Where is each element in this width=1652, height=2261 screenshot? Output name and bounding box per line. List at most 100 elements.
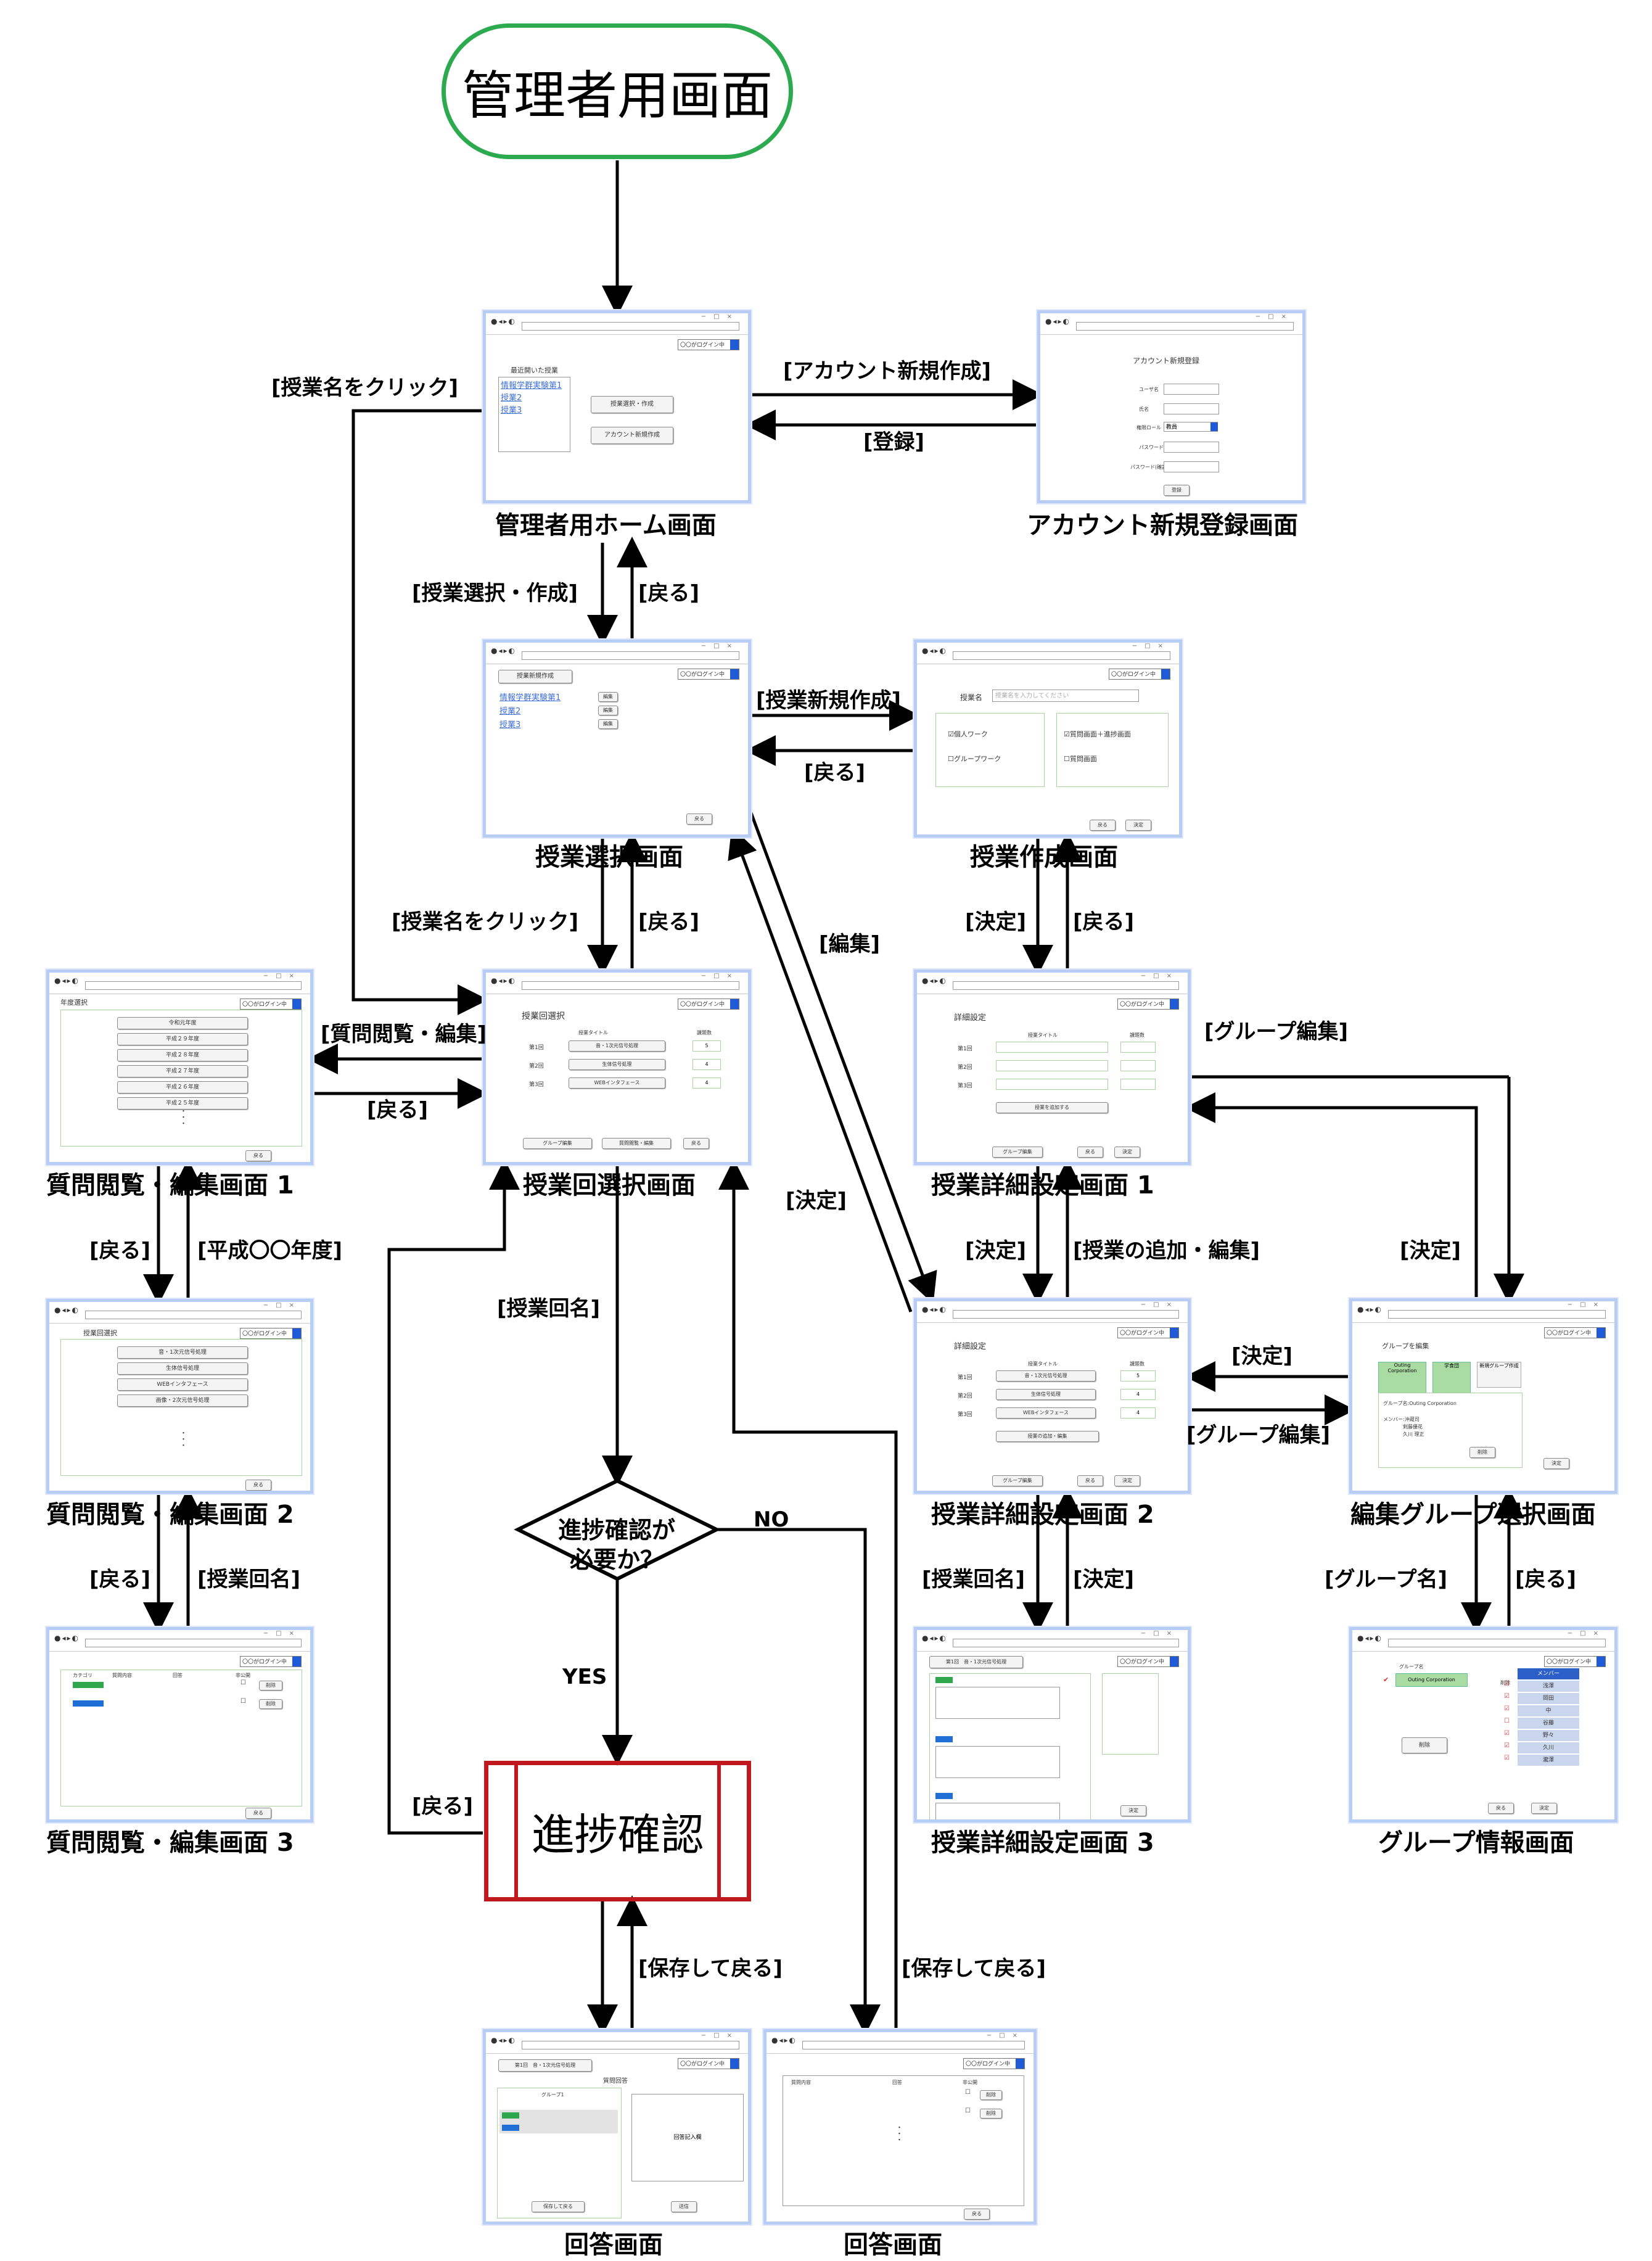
back-button[interactable]: 戻る: [245, 1480, 271, 1491]
send-button[interactable]: 送信: [671, 2201, 697, 2212]
checkbox-group[interactable]: ☐グループワーク: [948, 755, 1001, 763]
name-input[interactable]: [1164, 403, 1219, 414]
screen-detail-3[interactable]: ●◂▸◐−□× 〇〇がログイン中 第1回 音・1次元信号処理 決定: [914, 1627, 1191, 1822]
member-checkbox[interactable]: ☑: [1504, 1742, 1510, 1749]
role-select[interactable]: 教員: [1164, 422, 1218, 432]
group-edit-button[interactable]: グループ編集: [523, 1138, 592, 1149]
delete-button-1[interactable]: 削除: [259, 1681, 282, 1691]
session-item[interactable]: 音・1次元信号処理: [117, 1346, 248, 1359]
delete-button-2[interactable]: 削除: [980, 2109, 1002, 2119]
screen-qa-3[interactable]: ●◂▸◐−□× 〇〇がログイン中 カテゴリ 質問内容 回答 非公開 ☐ ☐ 削除…: [46, 1627, 313, 1822]
ok-button[interactable]: 決定: [1114, 1147, 1140, 1158]
member-item[interactable]: 浅澤: [1518, 1681, 1579, 1692]
add-edit-button[interactable]: 授業の追加・編集: [996, 1431, 1099, 1442]
member-item[interactable]: 谷藤: [1518, 1718, 1579, 1729]
login-select[interactable]: 〇〇がログイン中: [678, 339, 739, 350]
login-select[interactable]: 〇〇がログイン中: [1109, 669, 1170, 680]
member-checkbox[interactable]: ☑: [1504, 1705, 1510, 1712]
row-2-title[interactable]: 生体信号処理: [569, 1059, 665, 1070]
delete-button-2[interactable]: 削除: [259, 1699, 282, 1709]
session-item[interactable]: WEBインタフェース: [117, 1378, 248, 1391]
year-item[interactable]: 平成２５年度: [117, 1097, 248, 1110]
member-item[interactable]: 久川: [1518, 1742, 1579, 1753]
register-button[interactable]: 登録: [1164, 485, 1190, 496]
edit-button-2[interactable]: 編集: [598, 706, 618, 715]
screen-account[interactable]: ●◂▸◐−□× アカウント新規登録 ユーザ名 氏名 権限ロール 教員 パスワード…: [1037, 310, 1305, 503]
ok-button[interactable]: 決定: [1114, 1475, 1140, 1486]
back-button[interactable]: 戻る: [1090, 820, 1116, 831]
add-lesson-button[interactable]: 授業を追加する: [996, 1102, 1108, 1113]
private-checkbox-2[interactable]: ☐: [240, 1698, 246, 1705]
session-item[interactable]: 生体信号処理: [117, 1362, 248, 1375]
private-checkbox-1[interactable]: ☐: [240, 1679, 246, 1686]
process-node-progress[interactable]: 進捗確認: [484, 1761, 751, 1901]
user-input[interactable]: [1164, 384, 1219, 395]
login-select[interactable]: 〇〇がログイン中: [678, 999, 739, 1010]
login-select[interactable]: 〇〇がログイン中: [240, 1656, 302, 1667]
edit-button-3[interactable]: 編集: [598, 719, 618, 729]
member-item[interactable]: 瀧澤: [1518, 1755, 1579, 1766]
back-button[interactable]: 戻る: [245, 1808, 271, 1819]
group-edit-button[interactable]: グループ編集: [992, 1475, 1043, 1486]
year-item[interactable]: 平成２７年度: [117, 1065, 248, 1077]
back-button[interactable]: 戻る: [686, 813, 712, 825]
screen-qa-1[interactable]: ●◂▸◐−□× 〇〇がログイン中 年度選択 ・・・ 戻る 令和元年度平成２９年度…: [46, 970, 313, 1165]
checkbox-qa[interactable]: ☐質問画面: [1064, 755, 1097, 763]
password-confirm-input[interactable]: [1164, 461, 1219, 472]
screen-answer-1[interactable]: ●◂▸◐−□× 〇〇がログイン中 第1回 音・1次元信号処理 質問回答 グループ…: [483, 2029, 751, 2225]
row-2-title-input[interactable]: [996, 1060, 1108, 1071]
back-button[interactable]: 戻る: [1077, 1475, 1103, 1486]
new-lesson-button[interactable]: 授業新規作成: [498, 670, 572, 683]
row-3-title[interactable]: WEBインタフェース: [569, 1077, 665, 1089]
screen-lesson-create[interactable]: ●◂▸◐−□× 〇〇がログイン中 授業名 授業名を入力してください ☑個人ワーク…: [914, 640, 1182, 838]
ok-button[interactable]: 決定: [1531, 1803, 1557, 1814]
back-button[interactable]: 戻る: [1077, 1147, 1103, 1158]
delete-button[interactable]: 削除: [1469, 1447, 1495, 1458]
group-name-value[interactable]: Outing Corporation: [1395, 1673, 1468, 1687]
task-input-2[interactable]: [935, 1746, 1060, 1778]
screen-detail-2[interactable]: ●◂▸◐−□× 〇〇がログイン中 詳細設定 授業タイトル 課題数 第1回 音・1…: [914, 1298, 1191, 1494]
member-item[interactable]: 野々: [1518, 1730, 1579, 1741]
member-item[interactable]: 中: [1518, 1705, 1579, 1716]
lesson-link-1[interactable]: 情報学群実験第1: [499, 693, 561, 702]
member-checkbox[interactable]: ☐: [1504, 1718, 1510, 1724]
group-tab-2[interactable]: 学食団: [1432, 1362, 1471, 1395]
row-3-count-input[interactable]: [1120, 1079, 1156, 1090]
screen-detail-1[interactable]: ●◂▸◐−□× 〇〇がログイン中 詳細設定 授業タイトル 課題数 第1回 第2回…: [914, 970, 1191, 1165]
save-back-button[interactable]: 保存して戻る: [532, 2201, 585, 2212]
year-item[interactable]: 平成２６年度: [117, 1081, 248, 1093]
ok-button[interactable]: 決定: [1120, 1805, 1146, 1816]
lesson-link-2[interactable]: 授業2: [499, 707, 521, 716]
screen-session-select[interactable]: ●◂▸◐−□× 〇〇がログイン中 授業回選択 授業タイトル 課題数 第1回 音・…: [483, 970, 751, 1165]
back-button[interactable]: 戻る: [964, 2209, 990, 2220]
row-2-count-input[interactable]: [1120, 1060, 1156, 1071]
answer-input[interactable]: 回答記入欄: [631, 2094, 744, 2181]
session-item[interactable]: 画像・2次元信号処理: [117, 1394, 248, 1407]
member-checkbox[interactable]: ☑: [1504, 1681, 1510, 1687]
group-tab-1[interactable]: Outing Corporation: [1378, 1362, 1426, 1395]
login-select[interactable]: 〇〇がログイン中: [1544, 1327, 1606, 1338]
screen-lesson-select[interactable]: ●◂▸◐−□× 〇〇がログイン中 授業新規作成 情報学群実験第1 授業2 授業3…: [483, 640, 751, 838]
checkbox-individual[interactable]: ☑個人ワーク: [948, 730, 988, 738]
login-select[interactable]: 〇〇がログイン中: [1544, 1656, 1606, 1667]
screen-group-info[interactable]: ●◂▸◐−□× 〇〇がログイン中 グループ名 Outing Corporatio…: [1349, 1627, 1617, 1822]
new-account-button[interactable]: アカウント新規作成: [591, 427, 673, 444]
login-select[interactable]: 〇〇がログイン中: [1117, 1327, 1179, 1338]
login-select[interactable]: 〇〇がログイン中: [963, 2058, 1025, 2069]
delete-button-1[interactable]: 削除: [980, 2090, 1002, 2100]
back-button[interactable]: 戻る: [683, 1138, 709, 1149]
delete-group-button[interactable]: 削除: [1402, 1737, 1447, 1753]
ok-button[interactable]: 決定: [1543, 1458, 1569, 1469]
ok-button[interactable]: 決定: [1125, 820, 1151, 831]
private-checkbox-2[interactable]: ☐: [965, 2107, 971, 2114]
task-input-3[interactable]: [935, 1803, 1060, 1819]
year-item[interactable]: 平成２８年度: [117, 1049, 248, 1061]
login-select[interactable]: 〇〇がログイン中: [240, 999, 302, 1010]
row-1-title[interactable]: 音・1次元信号処理: [569, 1040, 665, 1052]
row-1-title-input[interactable]: [996, 1042, 1108, 1053]
login-select[interactable]: 〇〇がログイン中: [1117, 999, 1179, 1010]
screen-group-edit[interactable]: ●◂▸◐−□× 〇〇がログイン中 グループを編集 Outing Corporat…: [1349, 1298, 1617, 1494]
edit-button-1[interactable]: 編集: [598, 692, 618, 702]
member-checkbox[interactable]: ☑: [1504, 1755, 1510, 1761]
member-checkbox[interactable]: ☑: [1504, 1730, 1510, 1737]
